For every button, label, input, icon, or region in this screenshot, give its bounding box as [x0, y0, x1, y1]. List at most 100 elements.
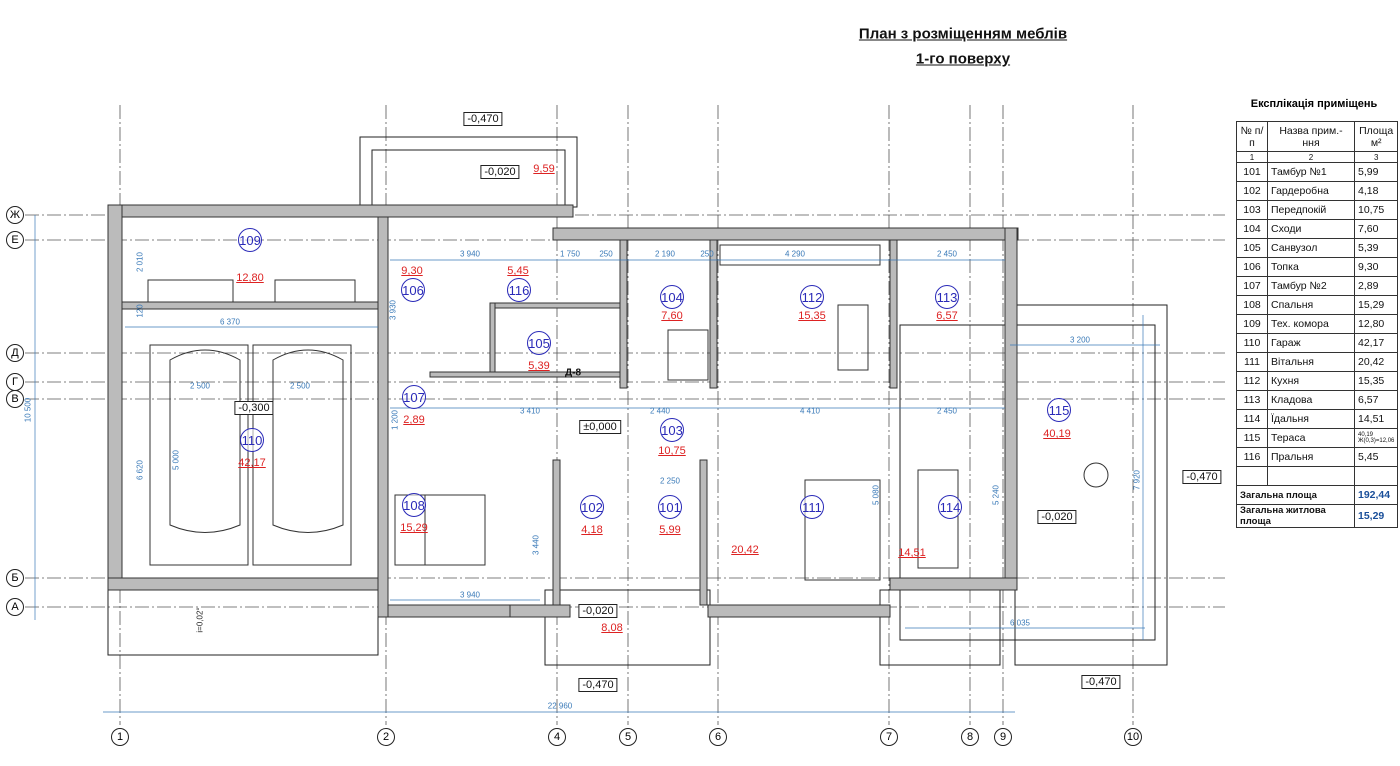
column-number-row: 1 2 3 — [1236, 151, 1399, 163]
room-number: 112 — [800, 285, 824, 309]
porch-area: 8,08 — [601, 622, 623, 634]
dimension: 3 200 — [1069, 335, 1091, 345]
room-area: 7,60 — [661, 310, 683, 322]
dimension: 3 940 — [459, 249, 481, 259]
level-mark: -0,020 — [1037, 510, 1077, 524]
room-id-cell: 107 — [1236, 276, 1268, 296]
dimension: 120 — [135, 304, 145, 318]
axis-marker: 4 — [548, 728, 566, 746]
dimension: 3 930 — [388, 299, 398, 321]
room-number: 113 — [935, 285, 959, 309]
level-mark: -0,470 — [1081, 675, 1121, 689]
room-number: 110 — [240, 428, 264, 452]
axis-marker: А — [6, 598, 24, 616]
dimension: 10 500 — [23, 397, 33, 423]
room-area: 20,42 — [731, 544, 759, 556]
axis-marker: 9 — [994, 728, 1012, 746]
room-id-cell: 104 — [1236, 219, 1268, 239]
level-mark: -0,470 — [1182, 470, 1222, 484]
dimension: 2 500 — [289, 381, 311, 391]
dimension: 250 — [599, 249, 613, 259]
total-value: 192,44 — [1353, 485, 1399, 505]
level-mark: -0,020 — [578, 604, 618, 618]
room-area-cell: 40,19 Ж(0,3)=12,06 — [1353, 428, 1399, 448]
axis-marker: Г — [6, 373, 24, 391]
dimension: 250 — [700, 249, 714, 259]
room-id-cell: 116 — [1236, 447, 1268, 467]
total-label: Загальна площа — [1236, 485, 1355, 505]
room-number: 103 — [660, 418, 684, 442]
axis-marker: 7 — [880, 728, 898, 746]
room-area: 5,39 — [528, 360, 550, 372]
dimension: 5 000 — [171, 449, 181, 471]
room-id-cell: 108 — [1236, 295, 1268, 315]
walls — [107, 204, 1019, 618]
room-area-cell: 15,35 — [1353, 371, 1399, 391]
room-area-cell: 42,17 — [1353, 333, 1399, 353]
room-name-cell: Гардеробна — [1267, 181, 1355, 201]
axis-marker: 5 — [619, 728, 637, 746]
dimension: 2 010 — [135, 251, 145, 273]
room-id-cell: 112 — [1236, 371, 1268, 391]
col-number: 1 — [1236, 151, 1268, 163]
plan-subtitle: 1-го поверху — [915, 50, 1011, 68]
room-id-cell: 111 — [1236, 352, 1268, 372]
room-number: 107 — [402, 385, 426, 409]
room-number: 116 — [507, 278, 531, 302]
dimension: 2 440 — [649, 406, 671, 416]
axis-marker: Ж — [6, 206, 24, 224]
room-id-cell: 110 — [1236, 333, 1268, 353]
room-number: 108 — [402, 493, 426, 517]
room-area-cell: 5,99 — [1353, 162, 1399, 182]
room-name-cell: Санвузол — [1267, 238, 1355, 258]
room-name-cell: Тераса — [1267, 428, 1355, 448]
living-value: 15,29 — [1353, 504, 1399, 528]
room-area-cell: 12,80 — [1353, 314, 1399, 334]
room-area-cell: 6,57 — [1353, 390, 1399, 410]
room-id-cell: 113 — [1236, 390, 1268, 410]
room-number: 101 — [658, 495, 682, 519]
dimension: 2 250 — [659, 476, 681, 486]
room-id-cell: 101 — [1236, 162, 1268, 182]
dimension: 6 035 — [1009, 618, 1031, 628]
room-name-cell: Тех. комора — [1267, 314, 1355, 334]
room-id-cell: 102 — [1236, 181, 1268, 201]
slope-label: i=0,02° — [195, 607, 205, 633]
axis-marker: 6 — [709, 728, 727, 746]
dimension: 2 500 — [189, 381, 211, 391]
room-number: 109 — [238, 228, 262, 252]
porch-area: 9,59 — [533, 163, 555, 175]
axis-marker: 2 — [377, 728, 395, 746]
dimension: 5 240 — [991, 484, 1001, 506]
explication-table: № п/п Назва прим.-ння Площа м² 1 2 3 101… — [1236, 121, 1399, 528]
dimension: 2 450 — [936, 406, 958, 416]
explication-title: Експлікація приміщень — [1250, 98, 1378, 110]
col-number: 2 — [1267, 151, 1355, 163]
room-number: 104 — [660, 285, 684, 309]
axis-marker: Е — [6, 231, 24, 249]
room-id-cell: 103 — [1236, 200, 1268, 220]
room-area-cell: 2,89 — [1353, 276, 1399, 296]
room-area: 12,80 — [236, 272, 264, 284]
room-id-cell: 115 — [1236, 428, 1268, 448]
room-area-cell: 7,60 — [1353, 219, 1399, 239]
living-total-row: Загальна житлова площа 15,29 — [1236, 504, 1399, 528]
dimension: 6 370 — [219, 317, 241, 327]
dimension: 6 620 — [135, 459, 145, 481]
room-id-cell: 114 — [1236, 409, 1268, 429]
